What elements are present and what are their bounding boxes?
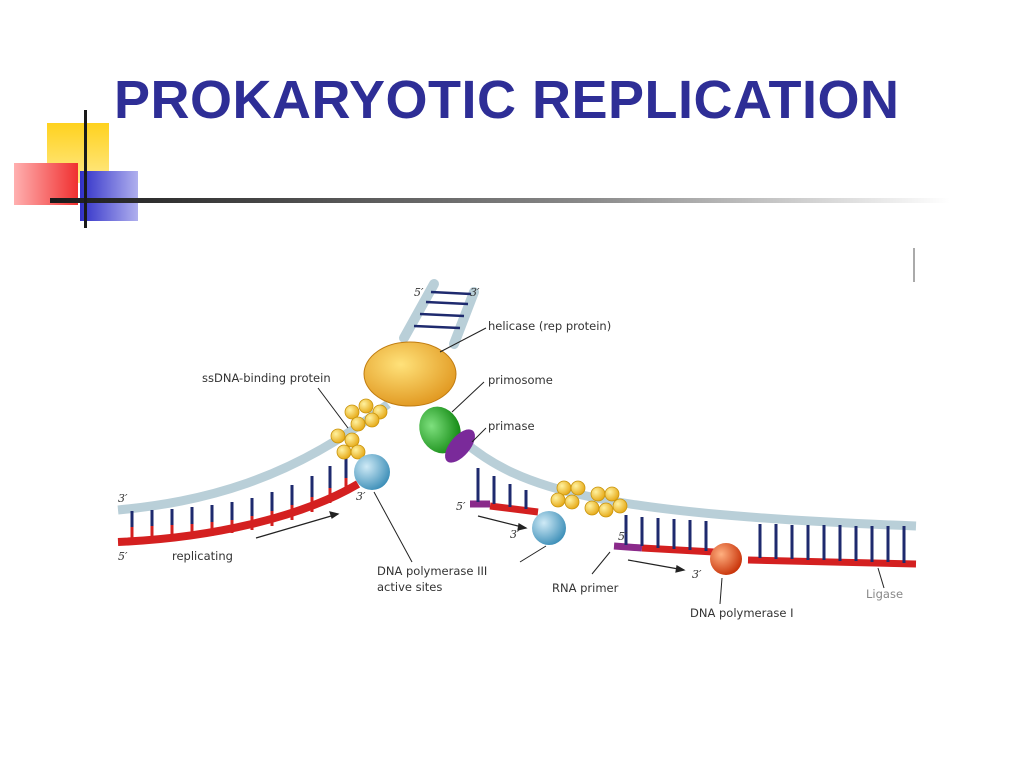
blue-square <box>80 171 138 221</box>
end-top-5: 5′ <box>414 286 424 299</box>
page-title: PROKARYOTIC REPLICATION <box>114 70 900 130</box>
vertical-tick <box>84 110 87 228</box>
ssb-cluster-right <box>550 480 628 518</box>
label-ligase: Ligase <box>866 587 903 601</box>
ssb-cluster-left <box>330 398 388 460</box>
polymerase-iii-leading <box>354 454 390 490</box>
title-decoration <box>14 110 950 228</box>
parental-duplex <box>399 279 479 349</box>
end-frag2-5: 5′ <box>618 530 628 543</box>
primase-enzyme <box>419 406 461 454</box>
primase-cap <box>445 429 475 463</box>
label-rna-primer: RNA primer <box>552 581 619 595</box>
end-frag1-3: 3′ <box>510 528 520 541</box>
label-ssb: ssDNA-binding protein <box>202 371 331 385</box>
okazaki-fragment-1 <box>470 468 539 516</box>
label-pol3-line2: active sites <box>377 580 442 594</box>
end-frag1-5: 5′ <box>456 500 466 513</box>
leading-new-strand <box>117 480 361 546</box>
lagging-template-strand <box>117 400 391 515</box>
label-pol1: DNA polymerase I <box>690 606 793 620</box>
label-replicating: replicating <box>172 549 233 563</box>
leader-lines <box>317 327 885 605</box>
okazaki-fragment-2 <box>613 515 715 556</box>
okazaki-fragment-3 <box>747 524 917 568</box>
helicase-enzyme <box>363 341 457 407</box>
leading-base-pairs <box>130 455 348 540</box>
end-left-5: 5′ <box>118 550 128 563</box>
polymerase-iii-lagging <box>532 511 566 545</box>
polymerase-i <box>710 543 742 575</box>
label-helicase: helicase (rep protein) <box>488 319 611 333</box>
end-top-3: 3′ <box>470 286 480 299</box>
label-primase: primase <box>488 419 535 433</box>
end-frag2-3: 3′ <box>692 568 702 581</box>
end-leading-3: 3′ <box>356 490 366 503</box>
divider-line <box>50 198 950 203</box>
direction-arrows <box>255 511 686 573</box>
end-left-3: 3′ <box>118 492 128 505</box>
label-primosome: primosome <box>488 373 553 387</box>
label-pol3-line1: DNA polymerase III <box>377 564 487 578</box>
